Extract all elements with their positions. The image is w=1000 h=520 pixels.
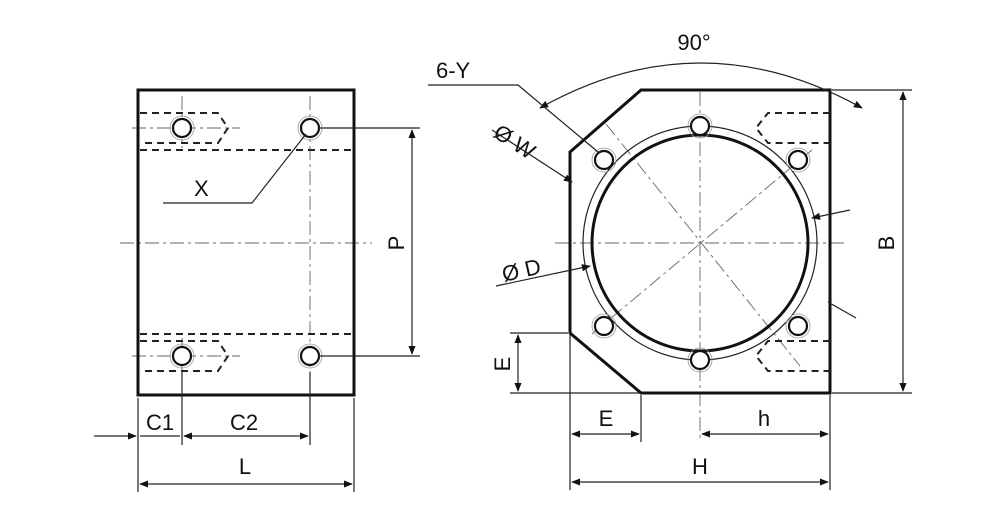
side-view: X P C1 C2 L (94, 88, 420, 492)
side-hole (171, 117, 193, 139)
d-dimension-label: Ø D (500, 254, 544, 287)
mounting-hole (593, 315, 615, 337)
angle-label: 90° (677, 30, 710, 55)
front-view: 90° 6-Y Ø W Ø D B E E h H (428, 30, 912, 490)
side-hole (171, 345, 193, 367)
mounting-hole (689, 349, 711, 371)
c1-dimension-label: C1 (146, 410, 174, 435)
e-vertical-dimension-label: E (490, 357, 515, 372)
side-view-body (136, 88, 356, 397)
d-dimension-line (495, 264, 591, 287)
mounting-hole (787, 315, 809, 337)
mounting-hole (689, 115, 711, 137)
y-callout-label: 6-Y (436, 58, 471, 83)
w-leader (491, 129, 573, 183)
c2-dimension-label: C2 (230, 410, 258, 435)
h-lower-dimension-label: h (758, 406, 770, 431)
mounting-hole (593, 149, 615, 171)
side-hole (299, 345, 321, 367)
w-dimension-label: Ø W (489, 119, 540, 164)
y-leader (428, 84, 599, 153)
l-dimension-label: L (239, 454, 251, 479)
e-horizontal-dimension-label: E (599, 406, 614, 431)
x-leader (163, 133, 307, 204)
b-dimension-label: B (874, 236, 899, 251)
mounting-hole (787, 149, 809, 171)
side-hole (299, 117, 321, 139)
angle-arc (539, 62, 863, 109)
front-view-body (568, 88, 832, 395)
p-dimension-label: P (384, 236, 409, 251)
h-upper-dimension-label: H (692, 454, 708, 479)
x-callout-label: X (194, 176, 209, 201)
